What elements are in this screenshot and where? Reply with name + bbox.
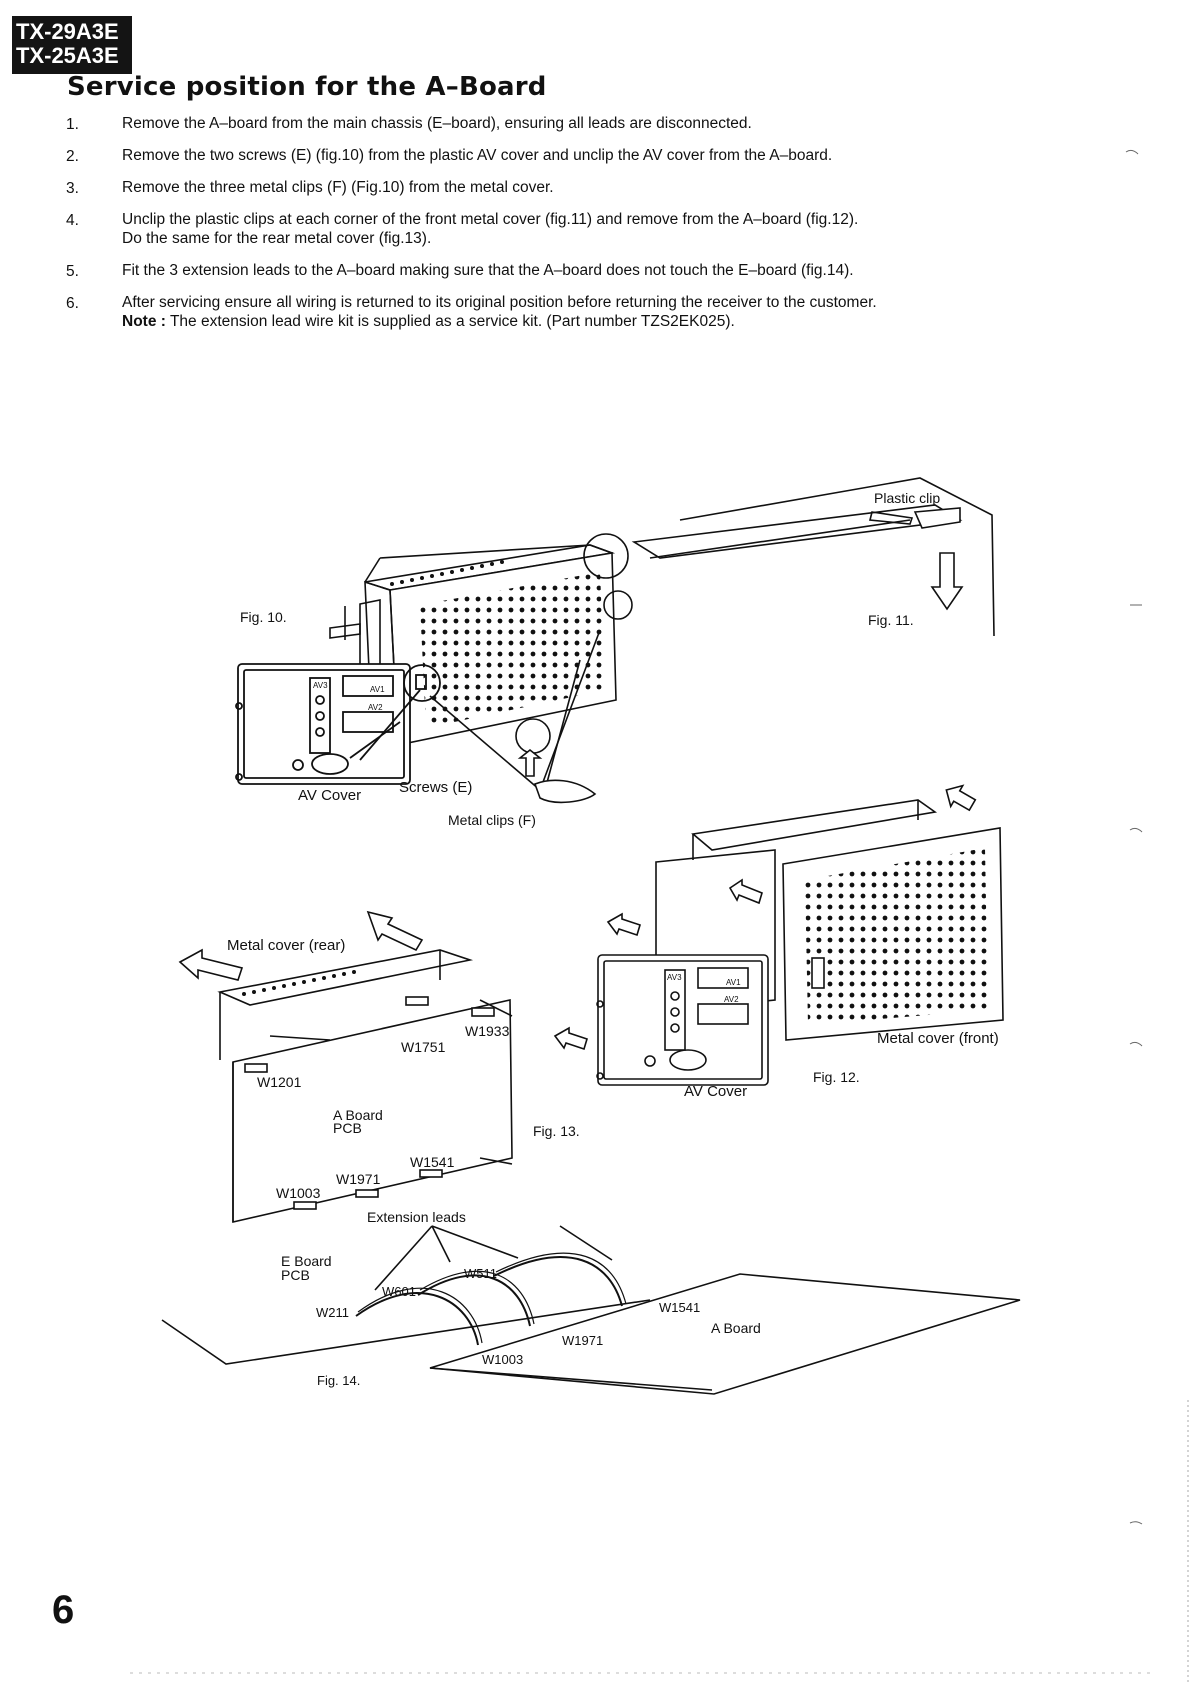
model-number-2: TX-25A3E	[16, 43, 119, 68]
fig13-w1541-label: W1541	[410, 1154, 455, 1170]
step-number: 4.	[66, 212, 79, 229]
note-text: The extension lead wire kit is supplied …	[165, 313, 735, 330]
fig14-w1003-label: W1003	[482, 1352, 523, 1367]
fig13-w1933-label: W1933	[465, 1023, 510, 1039]
step-6: 6. After servicing ensure all wiring is …	[66, 293, 1086, 331]
model-badge: TX-29A3E TX-25A3E	[12, 16, 132, 74]
fig13-pcb-label: PCB	[333, 1120, 362, 1136]
fig12-metal-cover-front-label: Metal cover (front)	[877, 1030, 999, 1047]
step-number: 6.	[66, 295, 79, 312]
page-number: 6	[52, 1588, 75, 1632]
fig12-caption: Fig. 12.	[813, 1069, 860, 1085]
model-number-1: TX-29A3E	[16, 19, 119, 44]
instruction-list: 1. Remove the A–board from the main chas…	[66, 114, 1086, 344]
step-note: Note : The extension lead wire kit is su…	[122, 312, 1086, 331]
fig12-exploded	[553, 784, 1004, 1086]
fig10-av-cover-label: AV Cover	[298, 787, 361, 804]
fig10-chassis	[329, 544, 617, 747]
fig14-w1541-label: W1541	[659, 1300, 700, 1315]
step-number: 2.	[66, 148, 79, 165]
fig13-a-board-label: A Board	[333, 1107, 383, 1123]
step-text: After servicing ensure all wiring is ret…	[122, 294, 877, 311]
fig14-boards	[161, 1225, 1021, 1395]
step-text: Remove the two screws (E) (fig.10) from …	[122, 147, 833, 164]
fig10-metal-clips-label: Metal clips (F)	[448, 812, 536, 828]
fig13-w1201-label: W1201	[257, 1074, 302, 1090]
step-1: 1. Remove the A–board from the main chas…	[66, 114, 1086, 133]
fig13-exploded	[178, 910, 513, 1224]
step-number: 5.	[66, 263, 79, 280]
fig14-e-board-label: E Board	[281, 1253, 332, 1269]
fig12-av1-label: AV1	[726, 978, 741, 987]
step-number: 1.	[66, 116, 79, 133]
fig13-w1003-label: W1003	[276, 1185, 321, 1201]
fig13-w1971-label: W1971	[336, 1171, 381, 1187]
note-label: Note :	[122, 313, 166, 330]
step-4: 4. Unclip the plastic clips at each corn…	[66, 210, 1086, 248]
fig10-av-board	[235, 663, 441, 785]
step-text: Fit the 3 extension leads to the A–board…	[122, 262, 854, 279]
fig12-av3-label: AV3	[667, 973, 682, 982]
fig11-caption: Fig. 11.	[868, 612, 914, 628]
fig14-pcb-label: PCB	[281, 1267, 310, 1283]
fig12-av2-label: AV2	[724, 995, 739, 1004]
top-vent-dots	[390, 560, 504, 586]
fig14-w1971-label: W1971	[562, 1333, 603, 1348]
fig10-av2-label: AV2	[368, 703, 383, 712]
fig14-w601-label: W601	[382, 1284, 416, 1299]
fig13-metal-cover-rear-label: Metal cover (rear)	[227, 937, 345, 954]
fig14-a-board-label: A Board	[711, 1320, 761, 1336]
fig10-caption: Fig. 10.	[240, 609, 287, 625]
step-text: Remove the three metal clips (F) (Fig.10…	[122, 179, 554, 196]
fig11-detail	[631, 477, 995, 637]
fig13-caption: Fig. 13.	[533, 1123, 580, 1139]
fig13-w1751-label: W1751	[401, 1039, 446, 1055]
fig12-av-cover-label: AV Cover	[684, 1083, 747, 1100]
step-2: 2. Remove the two screws (E) (fig.10) fr…	[66, 146, 1086, 165]
fig14-w211-label: W211	[316, 1305, 349, 1320]
step-text-continued: Do the same for the rear metal cover (fi…	[122, 230, 432, 247]
fig10-screws-label: Screws (E)	[399, 779, 472, 796]
step-number: 3.	[66, 180, 79, 197]
step-text: Unclip the plastic clips at each corner …	[122, 211, 859, 228]
fig13-top-vent-dots	[242, 970, 356, 996]
fig14-w511-label: W511	[464, 1266, 497, 1281]
fig10-av3-label: AV3	[313, 681, 328, 690]
step-text: Remove the A–board from the main chassis…	[122, 115, 752, 132]
fig14-extension-leads-label: Extension leads	[367, 1209, 466, 1225]
step-5: 5. Fit the 3 extension leads to the A–bo…	[66, 261, 1086, 280]
fig10-clip-pointers	[429, 533, 633, 804]
fig11-plastic-clip-label: Plastic clip	[874, 490, 940, 506]
fig10-av1-label: AV1	[370, 685, 385, 694]
scan-margin-marks	[130, 149, 1189, 1683]
page-title: Service position for the A–Board	[67, 72, 547, 102]
fig14-caption: Fig. 14.	[317, 1373, 360, 1388]
step-3: 3. Remove the three metal clips (F) (Fig…	[66, 178, 1086, 197]
